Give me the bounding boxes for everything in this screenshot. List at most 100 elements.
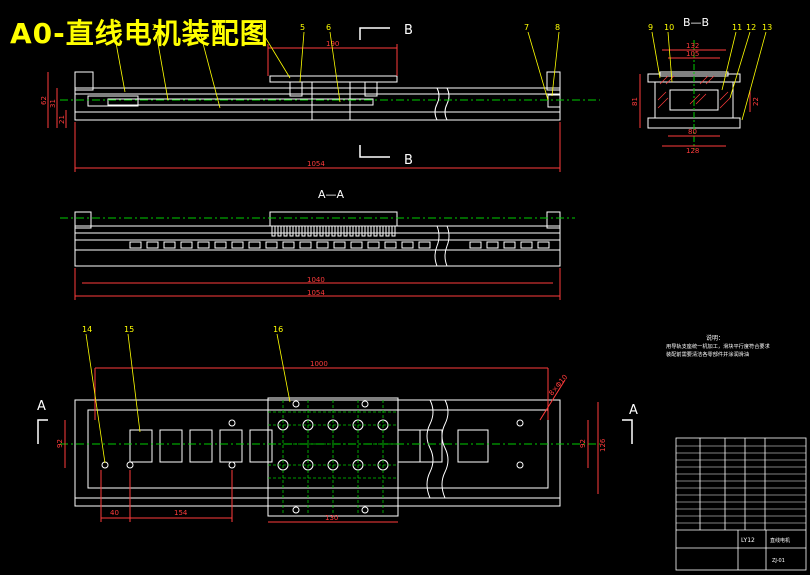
coil-block xyxy=(486,241,499,249)
balloon-leader xyxy=(729,31,751,99)
mounting-hole xyxy=(292,400,300,408)
section-aa-coils xyxy=(129,241,550,249)
mounting-hole xyxy=(361,506,369,514)
mounting-holes xyxy=(101,400,524,514)
mounting-hole xyxy=(516,419,524,427)
section-a-marker xyxy=(37,419,633,444)
balloon-number: 8 xyxy=(555,23,560,32)
slider-tooth xyxy=(325,225,330,237)
balloon-number: 10 xyxy=(664,23,674,32)
coil-block xyxy=(163,241,176,249)
plan-hidden-lines xyxy=(268,400,398,514)
coil-block xyxy=(401,241,414,249)
dim-bb-105: 105 xyxy=(686,50,699,58)
balloon-number: 7 xyxy=(524,23,529,32)
balloon-number: 2 xyxy=(152,23,157,32)
slider-tooth xyxy=(337,225,342,237)
balloon-number: 11 xyxy=(732,23,742,32)
balloon-leader xyxy=(741,31,767,121)
coil-block xyxy=(231,241,244,249)
balloon-leader xyxy=(527,31,549,101)
slider-tooth xyxy=(343,225,348,237)
dim-bot-92-right: 92 xyxy=(579,439,587,448)
balloon-leader xyxy=(329,31,341,103)
coil-block xyxy=(299,241,312,249)
balloon-number: 15 xyxy=(124,325,134,334)
balloon-leader xyxy=(199,31,221,109)
dim-bot-92-left: 92 xyxy=(56,439,64,448)
balloon-number: 4 xyxy=(258,23,263,32)
dim-bot-diam: 8×Φ10 xyxy=(547,373,569,397)
magnet-slot xyxy=(419,429,443,463)
coil-block xyxy=(214,241,227,249)
coil-block xyxy=(180,241,193,249)
coil-block xyxy=(265,241,278,249)
slider-tooth xyxy=(313,225,318,237)
mounting-hole xyxy=(126,461,134,469)
coil-block xyxy=(418,241,431,249)
mounting-hole xyxy=(516,461,524,469)
balloon-number: 3 xyxy=(196,23,201,32)
title-block-code: ZJ-01 xyxy=(772,558,785,564)
section-b-bottom-label: B xyxy=(404,153,413,168)
section-aa-view xyxy=(74,211,561,267)
plan-view-dimensions xyxy=(64,367,599,523)
magnet-slot xyxy=(189,429,213,463)
section-bb-hatch xyxy=(657,75,731,109)
slider-tooth xyxy=(283,225,288,237)
front-view-dimensions xyxy=(47,44,561,172)
section-aa-title: A—A xyxy=(318,188,345,201)
balloon-leader xyxy=(551,31,560,97)
slider-tooth xyxy=(385,225,390,237)
section-bb-title: B—B xyxy=(683,16,709,29)
coil-block xyxy=(316,241,329,249)
slider-tooth xyxy=(277,225,282,237)
section-b-marker xyxy=(359,27,390,158)
slider-tooth xyxy=(379,225,384,237)
slider-tooth xyxy=(361,225,366,237)
balloon-leader xyxy=(299,31,305,83)
coil-block xyxy=(520,241,533,249)
coil-block xyxy=(537,241,550,249)
slider-tooth xyxy=(289,225,294,237)
coil-block xyxy=(350,241,363,249)
balloon-number: 16 xyxy=(273,325,283,334)
magnet-slot xyxy=(219,429,243,463)
balloon-number: 9 xyxy=(648,23,653,32)
slider-tooth xyxy=(349,225,354,237)
section-a-right-label: A xyxy=(629,403,638,418)
magnet-slots xyxy=(129,429,489,463)
balloon-number: 12 xyxy=(746,23,756,32)
slider-tooth xyxy=(355,225,360,237)
coil-block xyxy=(197,241,210,249)
dim-top-slider: 190 xyxy=(326,40,339,48)
balloon-leader xyxy=(721,31,737,91)
drawing-title: A0-直线电机装配图 xyxy=(10,17,269,50)
balloon-number: 14 xyxy=(82,325,92,334)
dim-bot-154: 154 xyxy=(174,509,188,517)
balloon-leader xyxy=(667,31,673,83)
title-block xyxy=(675,437,807,571)
section-aa-dimensions xyxy=(74,268,561,300)
slider-tooth xyxy=(391,225,396,237)
dim-top-overall: 1054 xyxy=(307,160,325,168)
coil-block xyxy=(146,241,159,249)
balloon-leader xyxy=(155,31,169,101)
coil-block xyxy=(129,241,142,249)
dim-mid-inner: 1040 xyxy=(307,276,325,284)
magnet-slot xyxy=(129,429,153,463)
mounting-hole xyxy=(228,419,236,427)
balloon-number: 6 xyxy=(326,23,331,32)
notes-line1: 用导轨支座统一机加工，滑块平行度符合要求 xyxy=(666,342,771,350)
balloon-leader xyxy=(261,31,291,79)
title-block-material: LY12 xyxy=(741,537,755,544)
balloon-leader xyxy=(113,31,126,93)
dim-bb-132: 132 xyxy=(686,42,699,50)
coil-block xyxy=(282,241,295,249)
dim-bot-126: 126 xyxy=(599,438,607,452)
coil-block xyxy=(333,241,346,249)
balloon-leader xyxy=(85,333,106,464)
